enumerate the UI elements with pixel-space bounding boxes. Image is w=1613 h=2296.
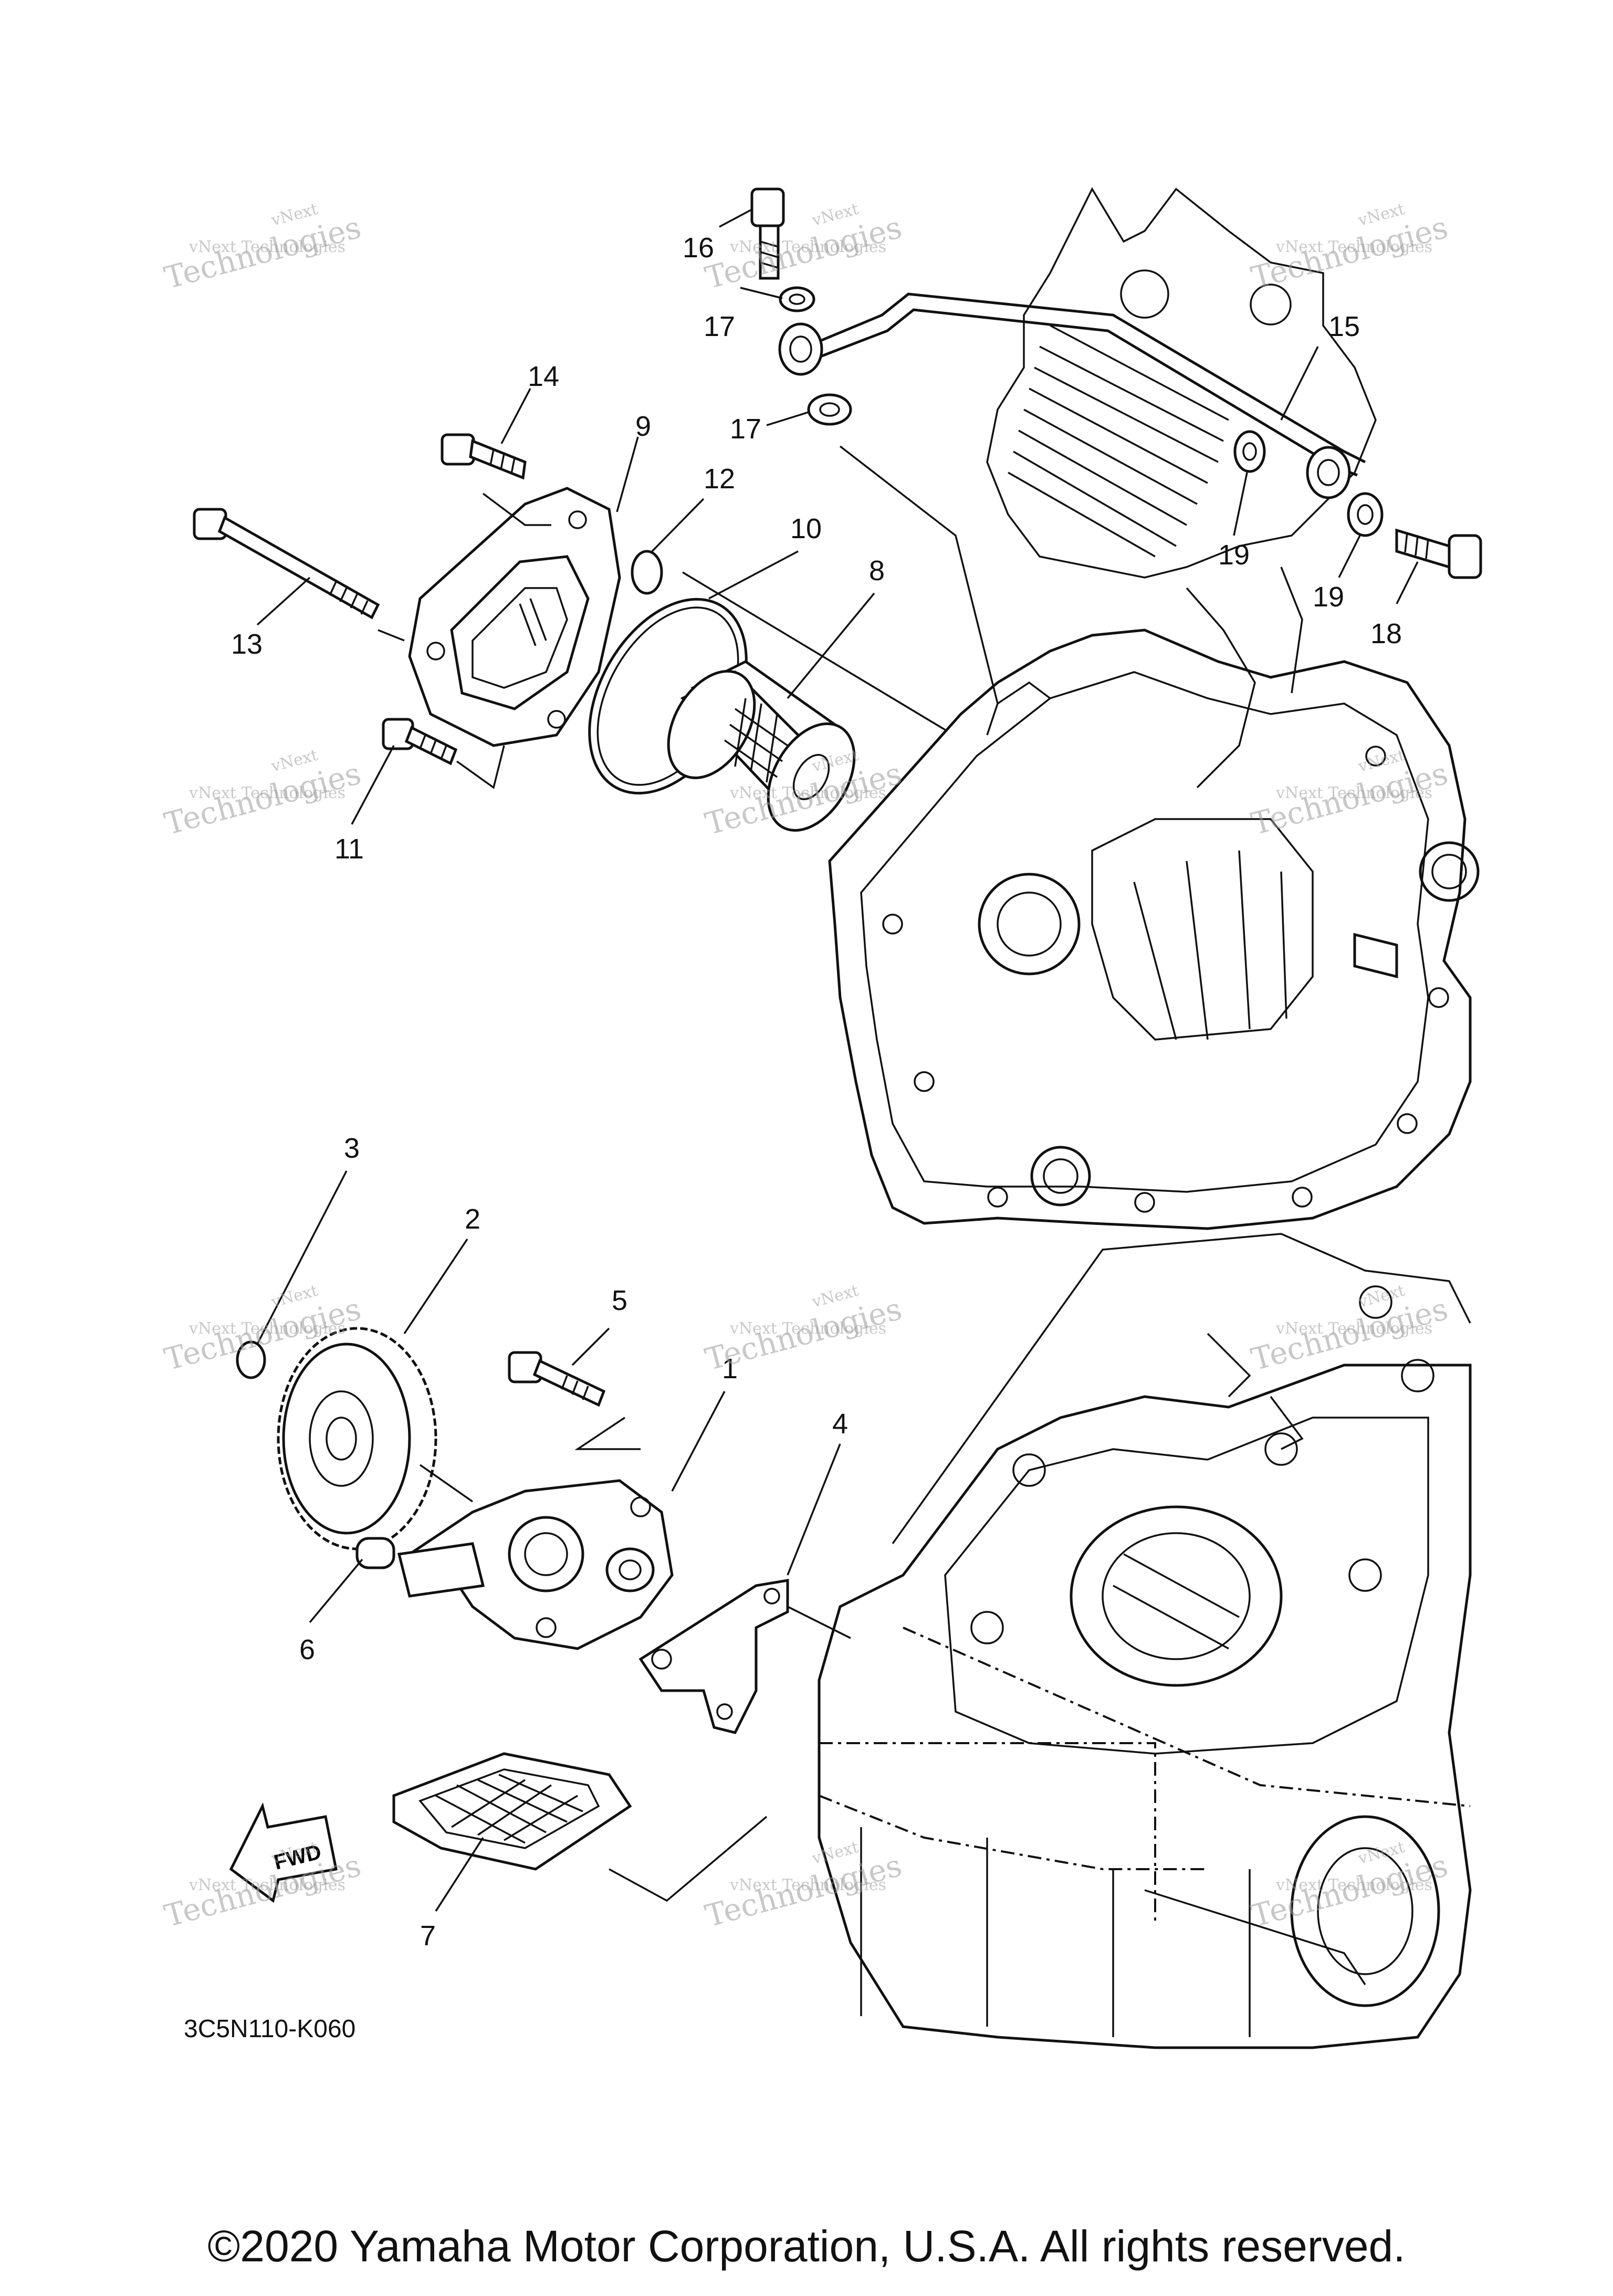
copyright-notice: ©2020 Yamaha Motor Corporation, U.S.A. A… xyxy=(207,2221,1406,2271)
watermark: vNext vNext Technologies Technologies xyxy=(161,746,364,842)
callout-10: 10 xyxy=(790,513,822,544)
part-14-bolt xyxy=(441,433,527,480)
part-11-bolt xyxy=(382,718,458,766)
part-13-long-bolt xyxy=(193,508,380,620)
callout-19-left: 19 xyxy=(1218,539,1250,571)
watermark: vNext vNext Technologies Technologies xyxy=(1248,746,1451,842)
svg-text:vNext Technologies: vNext Technologies xyxy=(188,1319,345,1338)
svg-text:vNext Technologies: vNext Technologies xyxy=(1275,784,1432,802)
part-2-oil-pump-drive-gear xyxy=(277,1327,437,1550)
part-9-oil-filter-cover xyxy=(408,487,621,747)
watermark: vNext vNext Technologies Technologies xyxy=(701,1838,905,1934)
callout-15: 15 xyxy=(1328,311,1360,342)
part-12-o-ring xyxy=(631,550,663,595)
svg-text:vNext Technologies: vNext Technologies xyxy=(729,784,886,802)
part-15-oil-delivery-pipe xyxy=(778,292,1366,499)
part-16-union-bolt xyxy=(750,187,785,280)
callout-3: 3 xyxy=(344,1133,360,1164)
callout-1: 1 xyxy=(722,1353,738,1385)
callout-9: 9 xyxy=(635,411,651,442)
diagram-code: 3C5N110-K060 xyxy=(184,2015,355,2043)
part-5-bolt xyxy=(508,1351,606,1407)
part-19-washer-left xyxy=(1233,430,1266,473)
part-17-washer-upper xyxy=(779,286,815,312)
callout-18: 18 xyxy=(1370,618,1402,649)
part-19-washer-right xyxy=(1347,492,1384,537)
svg-text:vNext Technologies: vNext Technologies xyxy=(729,1319,886,1338)
callout-4: 4 xyxy=(832,1408,848,1440)
callout-16: 16 xyxy=(683,232,714,264)
callout-17-lower: 17 xyxy=(730,413,761,445)
crankcase-right-cover-outline xyxy=(828,628,1480,1230)
fwd-arrow-icon: FWD xyxy=(229,1802,338,1903)
watermark: vNext vNext Technologies Technologies xyxy=(701,200,905,296)
part-7-oil-strainer xyxy=(392,1752,632,1871)
svg-text:vNext Technologies: vNext Technologies xyxy=(1275,238,1432,256)
callout-8: 8 xyxy=(869,555,885,586)
part-6-dowel-pin xyxy=(355,1537,395,1569)
leader-lines xyxy=(256,209,1419,1912)
callout-6: 6 xyxy=(299,1634,315,1665)
svg-text:vNext Technologies: vNext Technologies xyxy=(1275,1876,1432,1894)
callout-14: 14 xyxy=(528,361,559,392)
callout-labels: 16 17 17 15 19 19 18 14 9 12 10 8 13 11 … xyxy=(231,232,1402,1952)
part-8-oil-filter-element xyxy=(667,660,856,832)
callout-13: 13 xyxy=(231,628,263,660)
svg-text:vNext Technologies: vNext Technologies xyxy=(729,238,886,256)
crankcase-lower-outline xyxy=(818,1233,1472,2049)
callout-11: 11 xyxy=(334,833,364,865)
svg-text:vNext Technologies: vNext Technologies xyxy=(729,1876,886,1894)
watermark: vNext vNext Technologies Technologies xyxy=(1248,1282,1451,1378)
callout-19-right: 19 xyxy=(1313,581,1344,613)
part-18-union-bolt xyxy=(1395,528,1482,579)
part-1-oil-pump-assembly xyxy=(397,1479,674,1650)
svg-text:vNext Technologies: vNext Technologies xyxy=(188,784,345,802)
cylinder-fins-outline xyxy=(986,187,1377,789)
svg-text:vNext Technologies: vNext Technologies xyxy=(188,1876,345,1894)
callout-5: 5 xyxy=(612,1285,627,1316)
callout-12: 12 xyxy=(704,463,735,495)
callout-7: 7 xyxy=(420,1920,436,1952)
watermark: vNext vNext Technologies Technologies xyxy=(1248,200,1451,296)
callout-2: 2 xyxy=(465,1203,480,1235)
part-4-oil-pump-gasket xyxy=(638,1579,789,1734)
watermark: vNext vNext Technologies Technologies xyxy=(701,1282,905,1378)
part-3-circlip xyxy=(236,1340,266,1379)
callout-17-upper: 17 xyxy=(704,311,735,342)
watermark: vNext vNext Technologies Technologies xyxy=(161,200,364,296)
svg-text:vNext Technologies: vNext Technologies xyxy=(1275,1319,1432,1338)
part-17-washer-lower xyxy=(807,393,852,426)
svg-text:vNext Technologies: vNext Technologies xyxy=(188,238,345,256)
